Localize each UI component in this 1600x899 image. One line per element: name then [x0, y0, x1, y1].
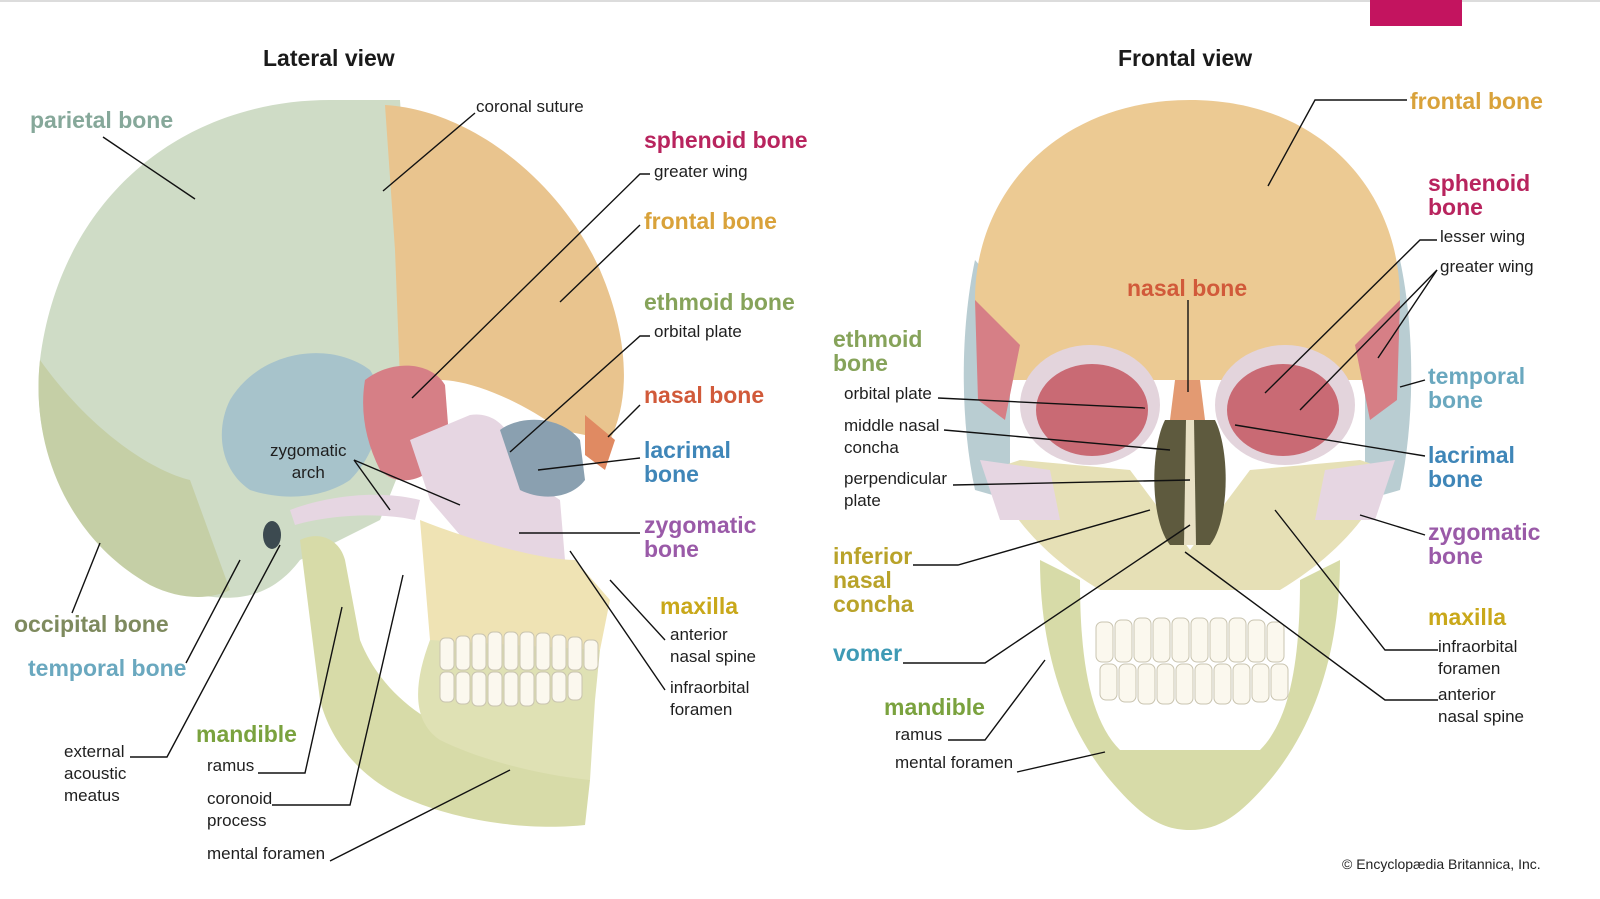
label-lateral-zygomatic-bone: zygomatic bone [644, 512, 757, 563]
label-frontal-mental-foramen: mental foramen [895, 753, 1014, 772]
occipital-region [38, 360, 231, 597]
orbit-region [500, 419, 585, 497]
nasal-septum [1184, 420, 1196, 545]
label-frontal-frontal-bone: frontal bone [1410, 88, 1543, 114]
label-lateral-maxilla: maxilla [660, 593, 738, 619]
label-lateral-occipital-bone: occipital bone [14, 611, 169, 637]
top-border [0, 0, 1600, 2]
frontal-mandible [1040, 560, 1340, 830]
frontal-sphenoid-right [1355, 300, 1400, 420]
frontal-sphenoid-left [975, 300, 1020, 420]
label-frontal-ethmoid-bone: ethmoid bone [833, 326, 923, 377]
label-frontal-sphenoid-bone: sphenoid bone [1428, 170, 1531, 221]
label-frontal-middle-nasal-concha: middle nasal concha [844, 416, 940, 458]
label-frontal-mandible: mandible [884, 694, 985, 720]
lateral-view-title: Lateral view [263, 45, 395, 71]
lateral-teeth [439, 631, 599, 707]
leader-lines [71, 99, 1438, 862]
corner-tag [1370, 0, 1462, 26]
label-frontal-infraorbital-foramen: infraorbital foramen [1438, 637, 1518, 679]
zygomatic-region [410, 414, 565, 577]
frontal-teeth [1095, 617, 1289, 705]
temporal-region [221, 353, 381, 497]
label-lateral-orbital-plate: orbital plate [654, 322, 742, 341]
label-lateral-frontal-bone: frontal bone [644, 208, 777, 234]
zygomatic-arch-region [290, 494, 420, 525]
label-frontal-perpendicular-plate: perpendicular plate [844, 469, 948, 511]
mandible-region [300, 536, 590, 827]
label-lateral-coronoid-process: coronoid process [207, 789, 273, 831]
label-frontal-orbital-plate: orbital plate [844, 384, 932, 403]
label-lateral-external-acoustic-meatus: external acoustic meatus [64, 742, 127, 806]
label-lateral-sphenoid-bone: sphenoid bone [644, 127, 808, 153]
frontal-region [385, 105, 624, 440]
label-frontal-ramus: ramus [895, 725, 943, 744]
label-frontal-nasal-bone: nasal bone [1127, 275, 1248, 301]
frontal-zygomatic-left [980, 460, 1060, 520]
label-lateral-ethmoid-bone: ethmoid bone [644, 289, 795, 315]
frontal-nasal-bone [1170, 380, 1205, 420]
label-frontal-maxilla: maxilla [1428, 604, 1506, 630]
frontal-zygomatic-right [1315, 460, 1395, 520]
label-frontal-temporal-bone: temporal bone [1428, 363, 1526, 414]
label-frontal-vomer: vomer [833, 640, 903, 666]
lateral-skull [38, 100, 624, 827]
label-frontal-anterior-nasal-spine: anterior nasal spine [1438, 685, 1525, 727]
label-lateral-mandible: mandible [196, 721, 297, 747]
orbit-right-inner [1227, 364, 1339, 456]
frontal-skull [963, 100, 1412, 830]
label-lateral-infraorbital-foramen: infraorbital foramen [670, 678, 750, 720]
label-lateral-anterior-nasal-spine: anterior nasal spine [670, 625, 757, 667]
maxilla-region [420, 520, 610, 656]
orbit-left-inner [1036, 364, 1148, 456]
label-lateral-coronal-suture: coronal suture [476, 97, 584, 116]
label-frontal-zygomatic-bone: zygomatic bone [1428, 519, 1541, 570]
label-lateral-nasal-bone: nasal bone [644, 382, 765, 408]
label-frontal-inferior-nasal-concha: inferior nasal concha [833, 543, 914, 618]
label-lateral-greater-wing: greater wing [654, 162, 748, 181]
label-lateral-zygomatic-arch: zygomatic arch [270, 441, 347, 483]
nasal-region [585, 415, 615, 470]
frontal-face [990, 460, 1390, 590]
label-frontal-greater-wing: greater wing [1440, 257, 1534, 276]
frontal-cranium [975, 100, 1400, 380]
label-lateral-parietal-bone: parietal bone [30, 107, 174, 133]
label-lateral-ramus: ramus [207, 756, 255, 775]
label-frontal-lesser-wing: lesser wing [1440, 227, 1526, 246]
copyright-credit: © Encyclopædia Britannica, Inc. [1342, 856, 1541, 872]
label-lateral-mental-foramen: mental foramen [207, 844, 326, 863]
label-frontal-lacrimal-bone: lacrimal bone [1428, 442, 1515, 493]
label-lateral-lacrimal-bone: lacrimal bone [644, 437, 731, 488]
frontal-view-title: Frontal view [1118, 45, 1253, 71]
ear-opening [263, 521, 281, 549]
label-lateral-temporal-bone: temporal bone [28, 655, 187, 681]
